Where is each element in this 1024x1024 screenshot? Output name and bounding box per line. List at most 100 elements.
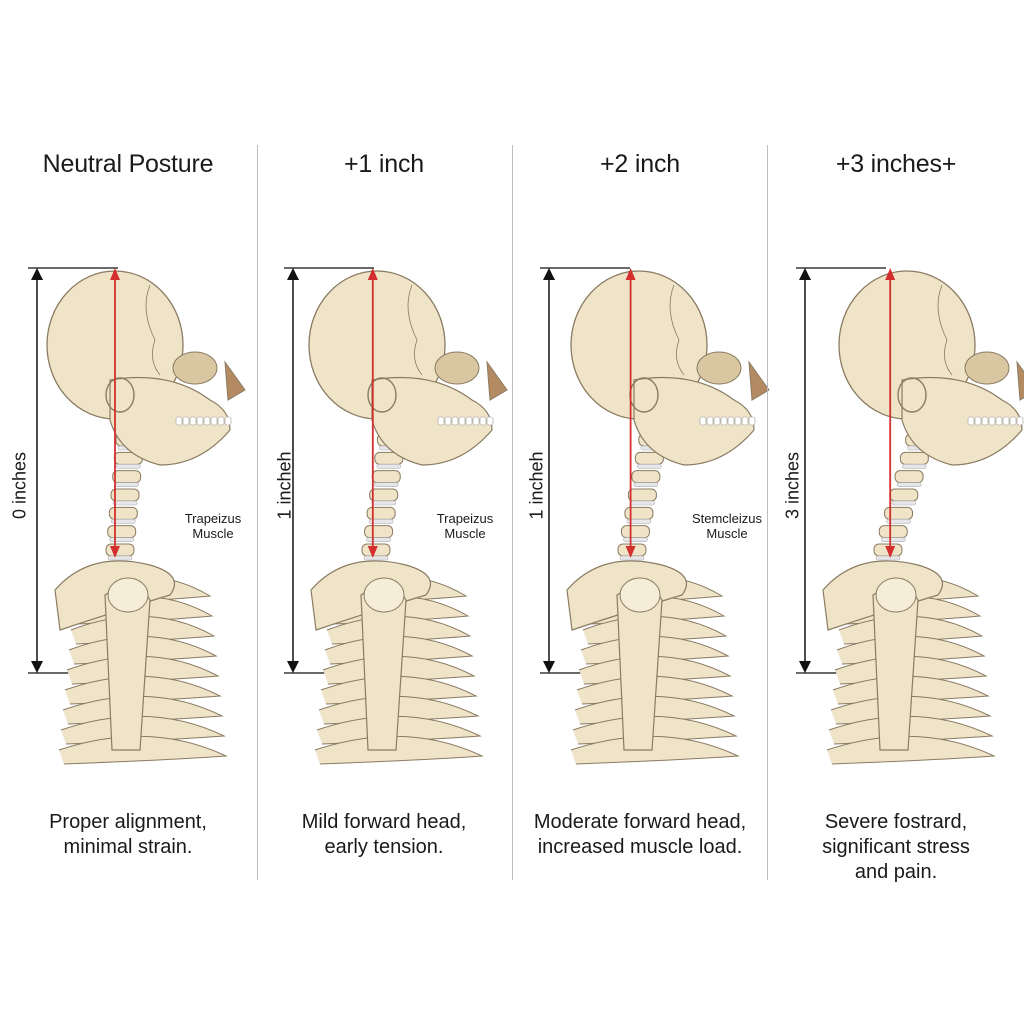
tooth	[727, 416, 735, 426]
intervertebral-disc	[371, 500, 396, 506]
tooth	[458, 416, 466, 426]
tooth	[479, 416, 487, 426]
jaw-bone	[901, 376, 1023, 466]
tooth	[224, 416, 232, 426]
intervertebral-disc	[368, 519, 394, 524]
plumb-arrow-up-icon	[885, 268, 896, 280]
tooth	[981, 416, 989, 426]
plumb-arrow-up-icon	[367, 268, 378, 280]
tooth	[189, 416, 197, 426]
skeleton-illustration	[540, 267, 770, 765]
intervertebral-disc	[902, 464, 927, 469]
skull-suture	[937, 284, 953, 376]
plumb-arrow-up-icon	[110, 268, 120, 280]
vertebra	[112, 470, 142, 484]
vertebra	[894, 470, 924, 484]
intervertebral-disc	[880, 537, 906, 542]
tooth	[465, 416, 473, 426]
nose-cavity	[748, 360, 770, 401]
humeral-head	[619, 577, 661, 613]
measure-label: 3 inches	[782, 451, 803, 520]
tooth	[967, 416, 975, 426]
panel-title: +2 inch	[600, 150, 680, 178]
intervertebral-disc	[376, 464, 402, 469]
eye-socket	[434, 351, 480, 385]
intervertebral-disc	[366, 537, 391, 542]
ear-opening	[897, 377, 927, 413]
vertebra	[889, 488, 919, 502]
vertebra	[884, 506, 914, 520]
panel-title: +3 inches+	[835, 150, 957, 178]
panel-plus-3-inches: +3 inches+ 3 inches Severe fostrard,sign…	[768, 0, 1024, 1024]
panel-title: Neutral Posture	[42, 150, 214, 178]
plumb-arrow-down-icon	[625, 546, 636, 558]
vertebra	[105, 543, 135, 557]
tooth	[1016, 416, 1024, 426]
skeleton-illustration	[28, 267, 246, 765]
intervertebral-disc	[623, 537, 648, 542]
intervertebral-disc	[373, 482, 399, 487]
tooth	[741, 416, 749, 426]
plumb-arrow-down-icon	[110, 546, 120, 558]
intervertebral-disc	[107, 555, 133, 561]
tooth	[210, 416, 218, 426]
tooth	[734, 416, 742, 426]
arrow-up-icon	[287, 268, 299, 280]
panel-caption: Proper alignment,minimal strain.	[49, 811, 207, 858]
tooth	[713, 416, 721, 426]
humeral-head	[107, 577, 149, 613]
skeleton-illustration	[284, 267, 508, 765]
ear-opening	[367, 377, 397, 413]
vertebra	[899, 451, 929, 465]
intervertebral-disc	[116, 464, 141, 469]
tooth	[196, 416, 204, 426]
nose-cavity	[1016, 360, 1024, 401]
tooth	[1009, 416, 1017, 426]
skull-suture	[669, 284, 685, 376]
vertebra	[369, 488, 399, 502]
tooth	[486, 416, 494, 426]
arrow-down-icon	[287, 661, 299, 673]
skull-suture	[407, 284, 423, 376]
tooth	[472, 416, 480, 426]
intervertebral-disc	[886, 519, 911, 524]
eye-socket	[696, 351, 742, 385]
tooth	[175, 416, 183, 426]
skull	[308, 270, 508, 466]
plumb-arrow-up-icon	[625, 268, 636, 280]
tooth	[203, 416, 211, 426]
vertebra	[107, 525, 137, 539]
intervertebral-disc	[630, 500, 655, 506]
vertebra	[631, 470, 661, 484]
tooth	[974, 416, 982, 426]
tooth	[437, 416, 445, 426]
jaw-bone	[371, 376, 493, 466]
intervertebral-disc	[637, 464, 662, 469]
vertebra	[624, 506, 654, 520]
measure-label: 1 incheh	[526, 451, 547, 520]
intervertebral-disc	[112, 500, 138, 506]
nose-cavity	[224, 360, 246, 401]
skull	[570, 270, 770, 466]
arrow-down-icon	[543, 661, 555, 673]
panel-title: +1 inch	[344, 150, 424, 178]
skeleton-illustration	[796, 267, 1024, 765]
panel-divider	[257, 145, 258, 880]
skull	[46, 270, 246, 466]
plumb-arrow-down-icon	[885, 546, 896, 558]
vertebra	[366, 506, 396, 520]
tooth	[706, 416, 714, 426]
tooth	[699, 416, 707, 426]
panel-caption: Mild forward head,early tension.	[301, 811, 467, 858]
intervertebral-disc	[363, 555, 389, 561]
arrow-down-icon	[799, 661, 811, 673]
intervertebral-disc	[109, 537, 134, 542]
intervertebral-disc	[111, 519, 136, 524]
humeral-head	[363, 577, 405, 613]
